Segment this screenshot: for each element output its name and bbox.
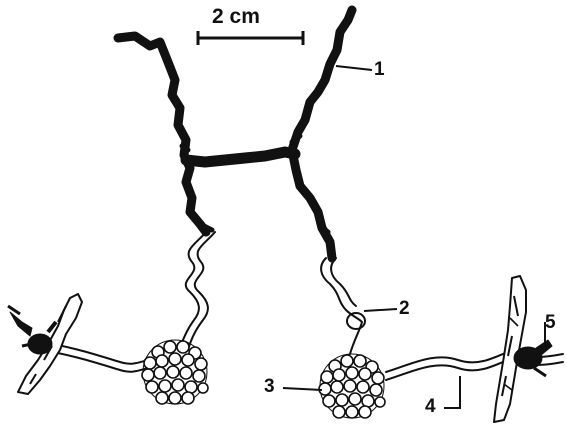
- left-nodule-cluster: [142, 340, 208, 404]
- callout-5: 5: [545, 313, 556, 332]
- left-host-root: [8, 294, 82, 394]
- callout-2: 2: [399, 299, 410, 318]
- right-nodule-cluster: [319, 354, 385, 418]
- white-root-system: [40, 232, 563, 380]
- callout-4: 4: [425, 397, 436, 416]
- dark-root-system: [118, 10, 352, 258]
- scale-bar: [198, 31, 303, 45]
- callout-3: 3: [264, 377, 275, 396]
- scale-bar-label: 2 cm: [212, 6, 260, 27]
- callout-1: 1: [374, 60, 385, 79]
- right-host-root: [494, 276, 552, 422]
